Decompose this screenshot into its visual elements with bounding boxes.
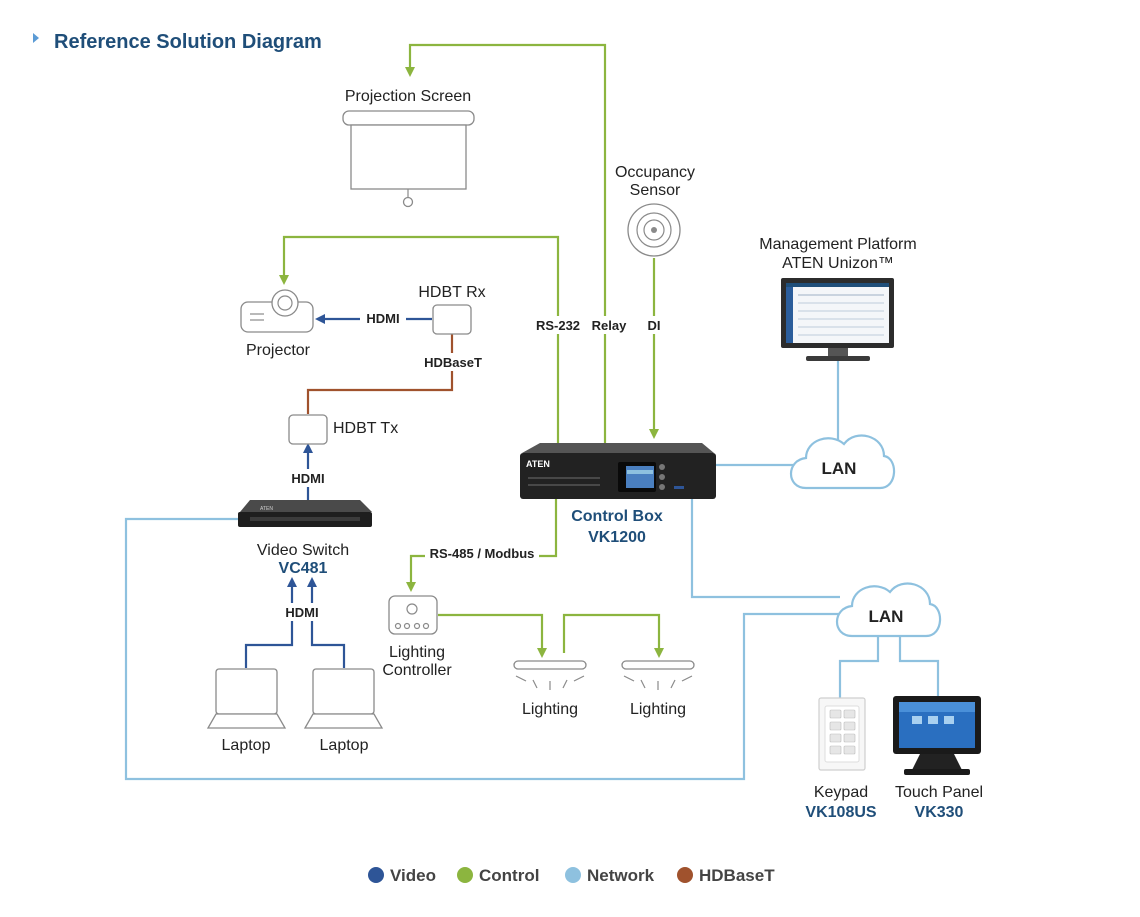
legend-label-video: Video	[390, 866, 436, 885]
keypad: Keypad VK108US	[805, 697, 877, 821]
mgmt-platform-label-line2: ATEN Unizon™	[782, 255, 894, 272]
laptop-2: Laptop	[303, 668, 384, 754]
legend-label-control: Control	[479, 866, 539, 885]
hdbaset-connection	[306, 334, 454, 414]
control-box-model: VK1200	[588, 529, 646, 546]
hdbt-tx-label: HDBT Tx	[333, 420, 398, 437]
occupancy-sensor: Occupancy Sensor	[615, 164, 695, 257]
lighting-controller-label-line1: Lighting	[389, 644, 445, 661]
laptop-1: Laptop	[206, 668, 287, 754]
legend: Video Control Network HDBaseT	[368, 866, 775, 885]
projector-label: Projector	[246, 342, 311, 359]
network-connections	[124, 360, 940, 781]
video-switch-label: Video Switch	[257, 542, 349, 559]
legend-swatch-hdbaset	[677, 867, 693, 883]
lighting-controller: Lighting Controller	[382, 595, 452, 679]
video-switch-model: VC481	[279, 560, 328, 577]
legend-swatch-video	[368, 867, 384, 883]
hdbt-tx: HDBT Tx	[288, 414, 398, 445]
legend-item-network: Network	[565, 866, 655, 885]
lan-label-top: LAN	[822, 459, 857, 478]
diagram-title: Reference Solution Diagram	[54, 31, 322, 53]
touch-panel-label: Touch Panel	[895, 784, 983, 801]
lighting-fixture-1: Lighting	[513, 660, 587, 718]
title-caret-icon	[33, 33, 39, 43]
keypad-model: VK108US	[805, 804, 876, 821]
touch-panel-model: VK330	[915, 804, 964, 821]
hdbaset-label: HDBaseT	[424, 355, 482, 370]
di-label: DI	[648, 318, 661, 333]
keypad-label: Keypad	[814, 784, 868, 801]
video-switch: ATEN Video Switch VC481	[238, 500, 372, 577]
occupancy-sensor-label-line2: Sensor	[630, 182, 681, 199]
video-switch-brand: ATEN	[260, 506, 273, 512]
laptop-label-2: Laptop	[320, 737, 369, 754]
hdmi-projector-label: HDMI	[366, 311, 399, 326]
rs232-label: RS-232	[536, 318, 580, 333]
lan-label-bottom: LAN	[869, 607, 904, 626]
occupancy-sensor-label-line1: Occupancy	[615, 164, 695, 181]
lighting-label-1: Lighting	[522, 701, 578, 718]
control-box-brand: ATEN	[526, 459, 550, 469]
rs485-label: RS-485 / Modbus	[430, 546, 535, 561]
lan-cloud-bottom: LAN	[836, 582, 942, 638]
management-platform-monitor: Management Platform ATEN Unizon™	[759, 236, 917, 361]
hdbt-rx-label: HDBT Rx	[418, 284, 485, 301]
connection-labels: RS-232 Relay DI HDMI HDBaseT HDMI HDMI R…	[280, 310, 665, 621]
legend-swatch-control	[457, 867, 473, 883]
touch-panel: Touch Panel VK330	[893, 696, 983, 821]
relay-label: Relay	[592, 318, 627, 333]
lan-cloud-top: LAN	[790, 434, 896, 490]
control-box: ATEN Control Box VK1200	[520, 443, 716, 546]
legend-label-network: Network	[587, 866, 655, 885]
hdmi-laptops-label: HDMI	[285, 605, 318, 620]
legend-swatch-network	[565, 867, 581, 883]
projector: Projector	[240, 289, 314, 359]
control-connections	[279, 43, 664, 658]
lighting-fixture-2: Lighting	[621, 660, 695, 718]
lighting-label-2: Lighting	[630, 701, 686, 718]
legend-item-hdbaset: HDBaseT	[677, 866, 775, 885]
laptop-label-1: Laptop	[222, 737, 271, 754]
mgmt-platform-label-line1: Management Platform	[759, 236, 916, 253]
legend-item-video: Video	[368, 866, 436, 885]
lighting-controller-label-line2: Controller	[382, 662, 452, 679]
legend-item-control: Control	[457, 866, 539, 885]
projection-screen-label: Projection Screen	[345, 88, 471, 105]
hdmi-tx-label: HDMI	[291, 471, 324, 486]
projection-screen: Projection Screen	[342, 88, 475, 208]
legend-label-hdbaset: HDBaseT	[699, 866, 775, 885]
control-box-label: Control Box	[571, 508, 663, 525]
hdbt-rx: HDBT Rx	[418, 284, 486, 335]
